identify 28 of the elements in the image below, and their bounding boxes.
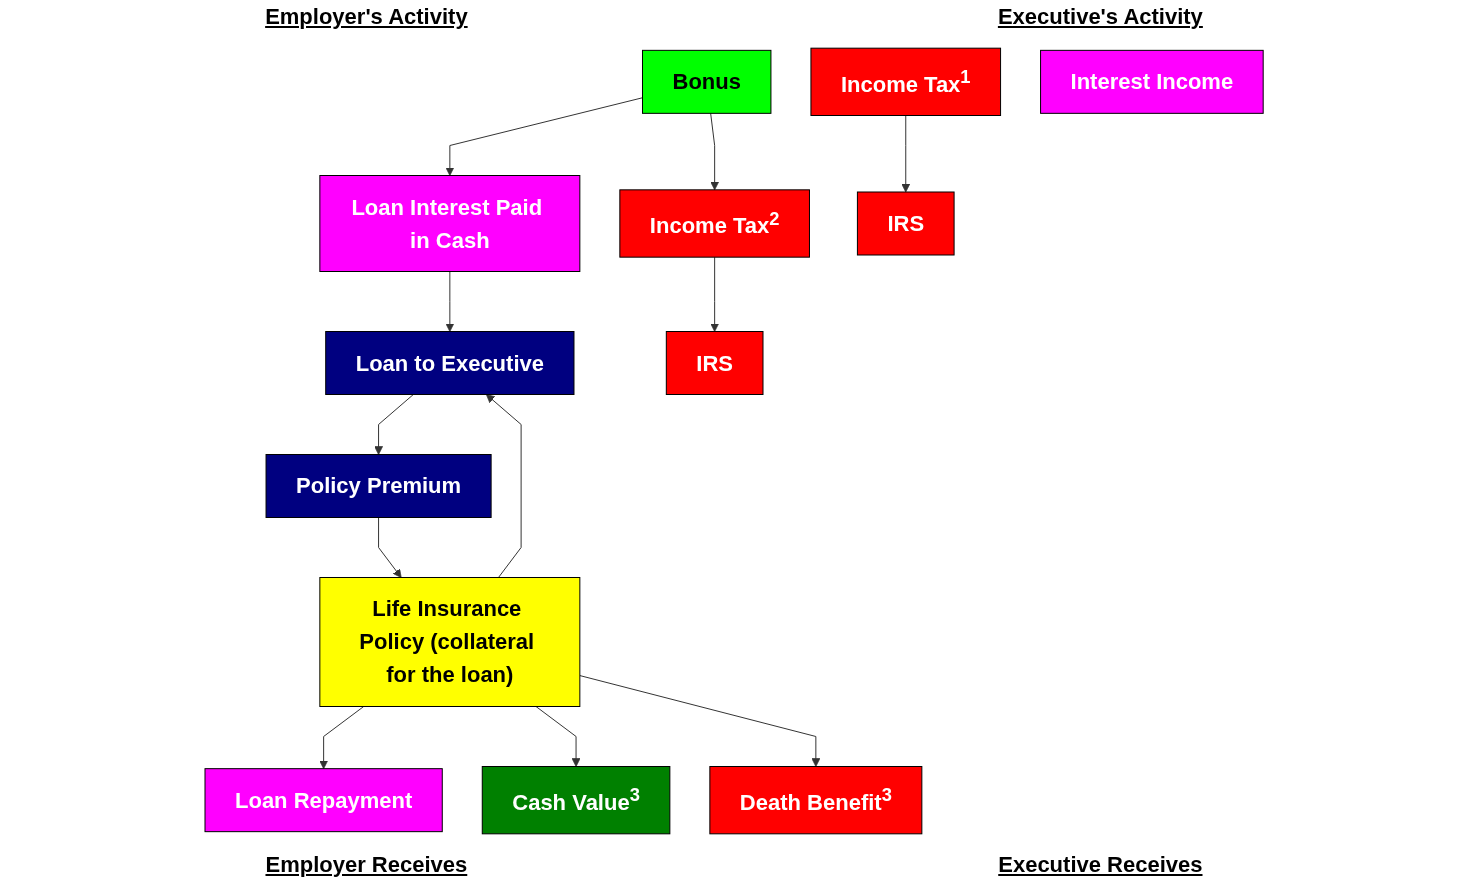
node-box: Loan Interest Paid in Cash [319, 175, 581, 272]
arrow [535, 706, 581, 767]
node-box: Policy Premium [265, 454, 492, 518]
arrow [710, 256, 719, 332]
section-heading: Employer Receives [265, 852, 468, 878]
node-box: Cash Value$^{3}$ [481, 766, 671, 835]
arrow [319, 706, 365, 770]
arrow [445, 97, 643, 176]
arrow [579, 675, 821, 767]
arrow [445, 271, 455, 332]
node-box: IRS [665, 331, 764, 395]
arrow [485, 394, 522, 578]
node-box: Bonus [641, 49, 772, 114]
node-box: Interest Income [1039, 49, 1264, 114]
section-heading: Executive's Activity [997, 4, 1203, 30]
arrow [374, 394, 414, 455]
section-heading: Executive Receives [998, 852, 1203, 878]
node-box: Death Benefit$^{3}$ [709, 766, 923, 835]
node-box: Loan to Executive [325, 331, 575, 395]
section-heading: Employer's Activity [265, 4, 468, 30]
arrow [710, 112, 719, 191]
arrow [901, 115, 911, 193]
arrow [378, 517, 402, 578]
node-box: IRS [856, 191, 955, 256]
node-box: Income Tax$^{1}$ [810, 47, 1001, 116]
node-box: Income Tax$^{2}$ [619, 189, 810, 258]
node-box: Life Insurance Policy (collateral for the loan) [319, 577, 581, 707]
node-box: Loan Repayment [204, 768, 443, 833]
